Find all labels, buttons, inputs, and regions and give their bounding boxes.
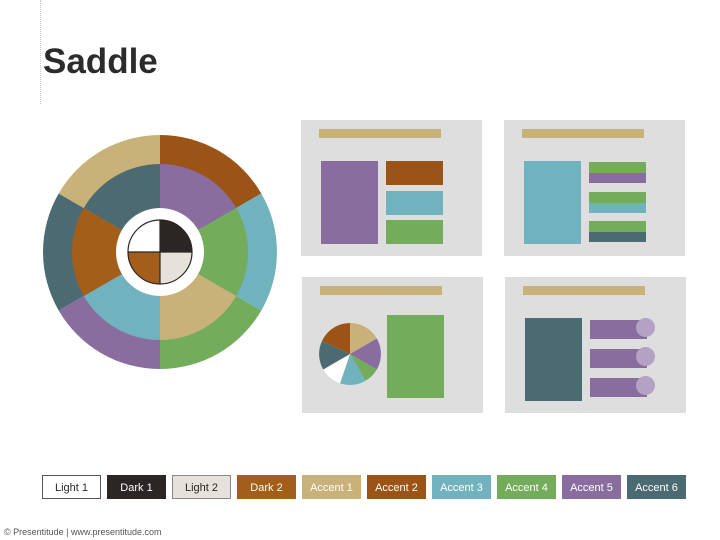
thumbnail-dot bbox=[636, 347, 655, 366]
thumbnail-bar-item bbox=[590, 349, 647, 368]
swatch-accent-3: Accent 3 bbox=[432, 475, 491, 499]
thumbnail-bar-item bbox=[590, 378, 647, 397]
thumbnail-block bbox=[525, 318, 582, 401]
swatch-light-2: Light 2 bbox=[172, 475, 231, 499]
swatch-accent-4: Accent 4 bbox=[497, 475, 556, 499]
pie-slice bbox=[319, 341, 350, 370]
thumbnail-block bbox=[386, 161, 443, 185]
layout-thumbnail-3 bbox=[302, 277, 483, 413]
slide-guide-line bbox=[40, 0, 41, 104]
pie-slice bbox=[323, 354, 350, 384]
slide-footer: © Presentitude | www.presentitude.com bbox=[4, 527, 162, 537]
swatch-light-1: Light 1 bbox=[42, 475, 101, 499]
center-quarter bbox=[160, 252, 192, 284]
swatch-dark-2: Dark 2 bbox=[237, 475, 296, 499]
slide-title: Saddle bbox=[43, 42, 158, 81]
swatch-dark-1: Dark 1 bbox=[107, 475, 166, 499]
thumbnail-stripe bbox=[589, 192, 646, 203]
layout-thumbnail-4 bbox=[505, 277, 686, 413]
thumbnail-block bbox=[524, 161, 581, 244]
layout-thumbnail-2 bbox=[504, 120, 685, 256]
swatch-accent-1: Accent 1 bbox=[302, 475, 361, 499]
thumbnail-dot bbox=[636, 318, 655, 337]
swatch-accent-6: Accent 6 bbox=[627, 475, 686, 499]
swatch-accent-5: Accent 5 bbox=[562, 475, 621, 499]
pie-slice bbox=[350, 323, 377, 354]
thumbnail-stripe bbox=[589, 232, 646, 242]
thumbnail-stripe bbox=[589, 221, 646, 232]
thumbnail-dot bbox=[636, 376, 655, 395]
center-quarter bbox=[128, 252, 160, 284]
pie-slice bbox=[322, 323, 350, 354]
pie-slice bbox=[350, 354, 377, 381]
center-quarter bbox=[128, 220, 160, 252]
thumbnail-block bbox=[386, 191, 443, 215]
thumbnail-pie-graphic bbox=[319, 323, 381, 385]
pie-slice bbox=[350, 338, 381, 370]
thumbnail-bar-item bbox=[590, 320, 647, 339]
thumbnail-stripe bbox=[589, 203, 646, 213]
thumbnail-block bbox=[387, 315, 444, 398]
swatch-accent-2: Accent 2 bbox=[367, 475, 426, 499]
center-quarter bbox=[160, 220, 192, 252]
color-wheel-graphic bbox=[43, 135, 277, 369]
thumbnail-title-bar bbox=[522, 129, 644, 138]
thumbnail-block bbox=[321, 161, 378, 244]
thumbnail-title-bar bbox=[319, 129, 441, 138]
thumbnail-block bbox=[386, 220, 443, 244]
pie-slice bbox=[340, 354, 366, 385]
thumbnail-stripe bbox=[589, 173, 646, 183]
thumbnail-title-bar bbox=[523, 286, 645, 295]
layout-thumbnail-1 bbox=[301, 120, 482, 256]
thumbnail-stripe bbox=[589, 162, 646, 173]
thumbnail-title-bar bbox=[320, 286, 442, 295]
